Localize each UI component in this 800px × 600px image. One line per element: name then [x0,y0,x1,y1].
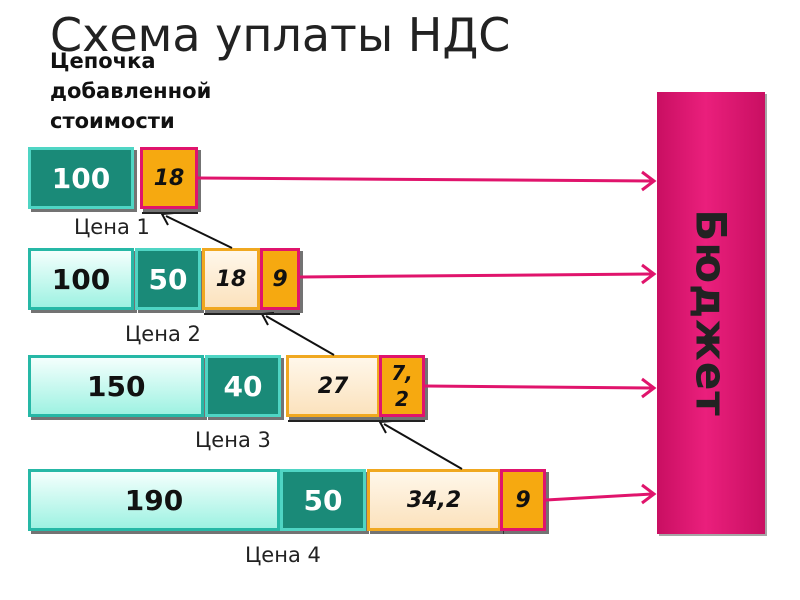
row2-price-box: 100 [28,248,134,310]
row3-input-vat-box: 27 [286,355,380,417]
row2-to-row1-connector [165,215,233,249]
row4-vat-payable-box: 9 [500,469,546,531]
row4-to-row3-connector [383,423,463,470]
page-title: Схема уплаты НДС [50,8,511,62]
row4-arrowhead [641,483,657,505]
row4-input-vat-box: 34,2 [367,469,501,531]
row3-vat-payable-box: 7,2 [379,355,425,417]
row2-added-value-box: 50 [135,248,201,310]
row4-to-budget-arrow [545,492,653,502]
row2-to-budget-arrow [299,272,653,279]
diagram-subtitle: Цепочка добавленной стоимости [50,46,265,136]
row2-vat-payable-box: 9 [260,248,300,310]
row3-arrowhead [641,377,657,399]
row2-price-label: Цена 2 [125,322,201,346]
row3-price-label: Цена 3 [195,428,271,452]
row1-price-label: Цена 1 [74,215,150,239]
row1-to-budget-arrow [197,176,653,183]
row3-price-box: 150 [28,355,204,417]
row3-added-value-box: 40 [205,355,281,417]
row4-price-box: 190 [28,469,280,531]
budget-block: Бюджет [657,92,765,534]
row1-vat-box: 18 [140,147,198,209]
row2-arrowhead [641,263,657,285]
row4-price-label: Цена 4 [245,543,321,567]
row2-input-vat-box: 18 [202,248,260,310]
row4-added-value-box: 50 [280,469,366,531]
row3-to-row2-connector [265,315,335,356]
row1-price-box: 100 [28,147,134,209]
subtitle-text: Цепочка добавленной стоимости [50,49,212,133]
row1-arrowhead [641,170,657,192]
row3-to-budget-arrow [424,384,653,390]
